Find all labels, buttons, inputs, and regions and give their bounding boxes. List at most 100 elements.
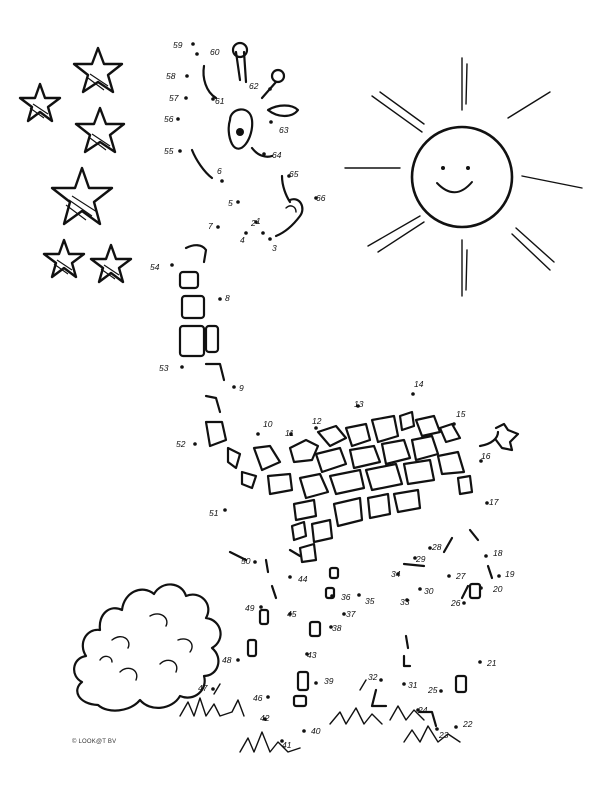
dot-marker <box>413 556 417 560</box>
dot-number-label: 47 <box>198 683 208 693</box>
dot-marker <box>484 554 488 558</box>
dot-marker <box>302 729 306 733</box>
dot-number-label: 66 <box>316 193 326 203</box>
dot-number-label: 64 <box>272 150 282 160</box>
dot-marker <box>314 196 318 200</box>
dot-number-label: 16 <box>481 451 491 461</box>
dot-number-label: 31 <box>408 680 418 690</box>
dot-number-label: 40 <box>311 726 321 736</box>
dot-number-label: 2 <box>250 218 256 228</box>
grass-tuft-icon <box>179 679 461 753</box>
dot-number-label: 53 <box>159 363 169 373</box>
dot-marker <box>191 42 195 46</box>
dot-number-label: 17 <box>489 497 499 507</box>
dot-number-label: 10 <box>263 419 273 429</box>
dot-number-label: 45 <box>287 609 297 619</box>
stars-group <box>18 46 133 284</box>
dot-number-label: 6 <box>217 166 222 176</box>
dot-marker <box>280 739 284 743</box>
copyright-notice: © LOOK@T BV <box>72 739 117 745</box>
dot-number-label: 59 <box>173 40 183 50</box>
dot-marker <box>195 52 199 56</box>
star-icon <box>42 238 86 279</box>
dot-marker <box>211 687 215 691</box>
dot-marker <box>379 678 383 682</box>
dot-marker <box>314 426 318 430</box>
dot-number-label: 58 <box>166 71 176 81</box>
dot-marker <box>411 392 415 396</box>
dot-number-label: 30 <box>424 586 434 596</box>
dot-number-label: 42 <box>260 713 270 723</box>
star-icon <box>74 106 126 154</box>
dot-number-label: 32 <box>368 672 378 682</box>
dot-marker <box>269 120 273 124</box>
dot-marker <box>259 605 263 609</box>
dot-marker <box>342 612 346 616</box>
dot-marker <box>180 365 184 369</box>
dot-marker <box>357 593 361 597</box>
dot-number-label: 21 <box>486 658 497 668</box>
dot-number-label: 52 <box>176 439 186 449</box>
dot-number-label: 19 <box>505 569 515 579</box>
dot-marker <box>218 297 222 301</box>
dot-number-label: 4 <box>240 235 245 245</box>
giraffe-outline <box>178 41 520 728</box>
numbered-dots: 1234567891011121314151617181920212223242… <box>150 40 515 750</box>
dot-marker <box>268 237 272 241</box>
dot-number-label: 8 <box>225 293 230 303</box>
dot-marker <box>185 74 189 78</box>
dot-number-label: 43 <box>307 650 317 660</box>
dot-marker <box>478 660 482 664</box>
dot-number-label: 65 <box>289 169 299 179</box>
dot-number-label: 12 <box>312 416 322 426</box>
dot-number-label: 9 <box>239 383 244 393</box>
star-icon <box>18 82 62 123</box>
dot-number-label: 18 <box>493 548 503 558</box>
dot-marker <box>236 200 240 204</box>
dot-number-label: 3 <box>272 243 277 253</box>
dot-number-label: 61 <box>215 96 225 106</box>
dot-number-label: 57 <box>169 93 179 103</box>
dot-marker <box>223 508 227 512</box>
dot-number-label: 36 <box>341 592 351 602</box>
dot-marker <box>289 432 293 436</box>
dot-marker <box>402 682 406 686</box>
dot-number-label: 11 <box>285 428 294 438</box>
dot-number-label: 15 <box>456 409 466 419</box>
dot-marker <box>405 598 409 602</box>
dot-marker <box>416 708 420 712</box>
dot-number-label: 50 <box>241 556 251 566</box>
dot-marker <box>356 404 360 408</box>
dot-marker <box>211 97 215 101</box>
dot-marker <box>236 658 240 662</box>
dot-marker <box>330 594 334 598</box>
dot-marker <box>178 149 182 153</box>
dot-marker <box>253 560 257 564</box>
dot-number-label: 51 <box>209 508 219 518</box>
dot-marker <box>254 220 258 224</box>
dot-number-label: 26 <box>450 598 461 608</box>
dot-number-label: 1 <box>256 216 261 226</box>
sun-icon <box>344 57 583 297</box>
dot-number-label: 22 <box>462 719 473 729</box>
dot-marker <box>262 152 266 156</box>
dot-number-label: 37 <box>346 609 356 619</box>
dot-marker <box>418 587 422 591</box>
dot-marker <box>428 546 432 550</box>
dot-number-label: 49 <box>245 603 255 613</box>
dot-marker <box>170 263 174 267</box>
star-icon <box>89 243 133 284</box>
dot-marker <box>447 574 451 578</box>
dot-marker <box>244 231 248 235</box>
dot-marker <box>287 174 291 178</box>
dot-number-label: 25 <box>427 685 438 695</box>
dot-number-label: 23 <box>438 730 449 740</box>
dot-marker <box>232 385 236 389</box>
dot-number-label: 5 <box>228 198 233 208</box>
dot-marker <box>497 574 501 578</box>
dot-marker <box>288 612 292 616</box>
dot-number-label: 14 <box>414 379 424 389</box>
dot-marker <box>435 727 439 731</box>
dot-number-label: 60 <box>210 47 220 57</box>
dot-number-label: 7 <box>208 221 213 231</box>
